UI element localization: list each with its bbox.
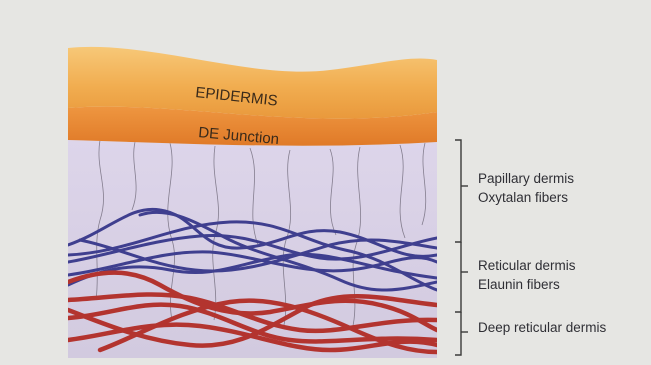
elaunin-fibers-label: Elaunin fibers: [478, 277, 560, 292]
oxytalan-fibers-label: Oxytalan fibers: [478, 190, 568, 205]
reticular-dermis-label: Reticular dermis: [478, 258, 576, 273]
papillary-dermis-label: Papillary dermis: [478, 171, 574, 186]
deep-reticular-dermis-label: Deep reticular dermis: [478, 320, 607, 335]
